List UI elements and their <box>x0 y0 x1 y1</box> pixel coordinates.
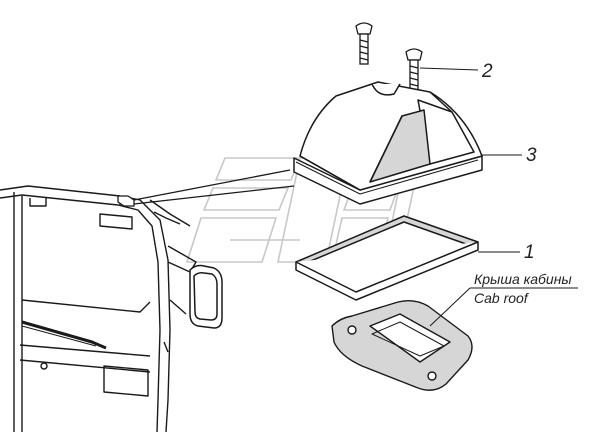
roof-label-en: Cab roof <box>474 290 530 306</box>
roof-label-ru: Крыша кабины <box>474 271 572 287</box>
callout-2: 2 <box>481 61 493 82</box>
cab-outline <box>0 185 197 432</box>
bolt-right <box>405 48 423 91</box>
roof-plate <box>331 299 473 391</box>
gasket <box>295 215 479 301</box>
housing-cover <box>293 81 483 205</box>
side-mirror <box>189 264 223 329</box>
leader-lines <box>419 67 578 327</box>
callout-3: 3 <box>526 145 537 166</box>
roof-antenna-base <box>117 169 295 207</box>
bolt-left <box>355 22 373 65</box>
callout-1: 1 <box>524 242 535 263</box>
